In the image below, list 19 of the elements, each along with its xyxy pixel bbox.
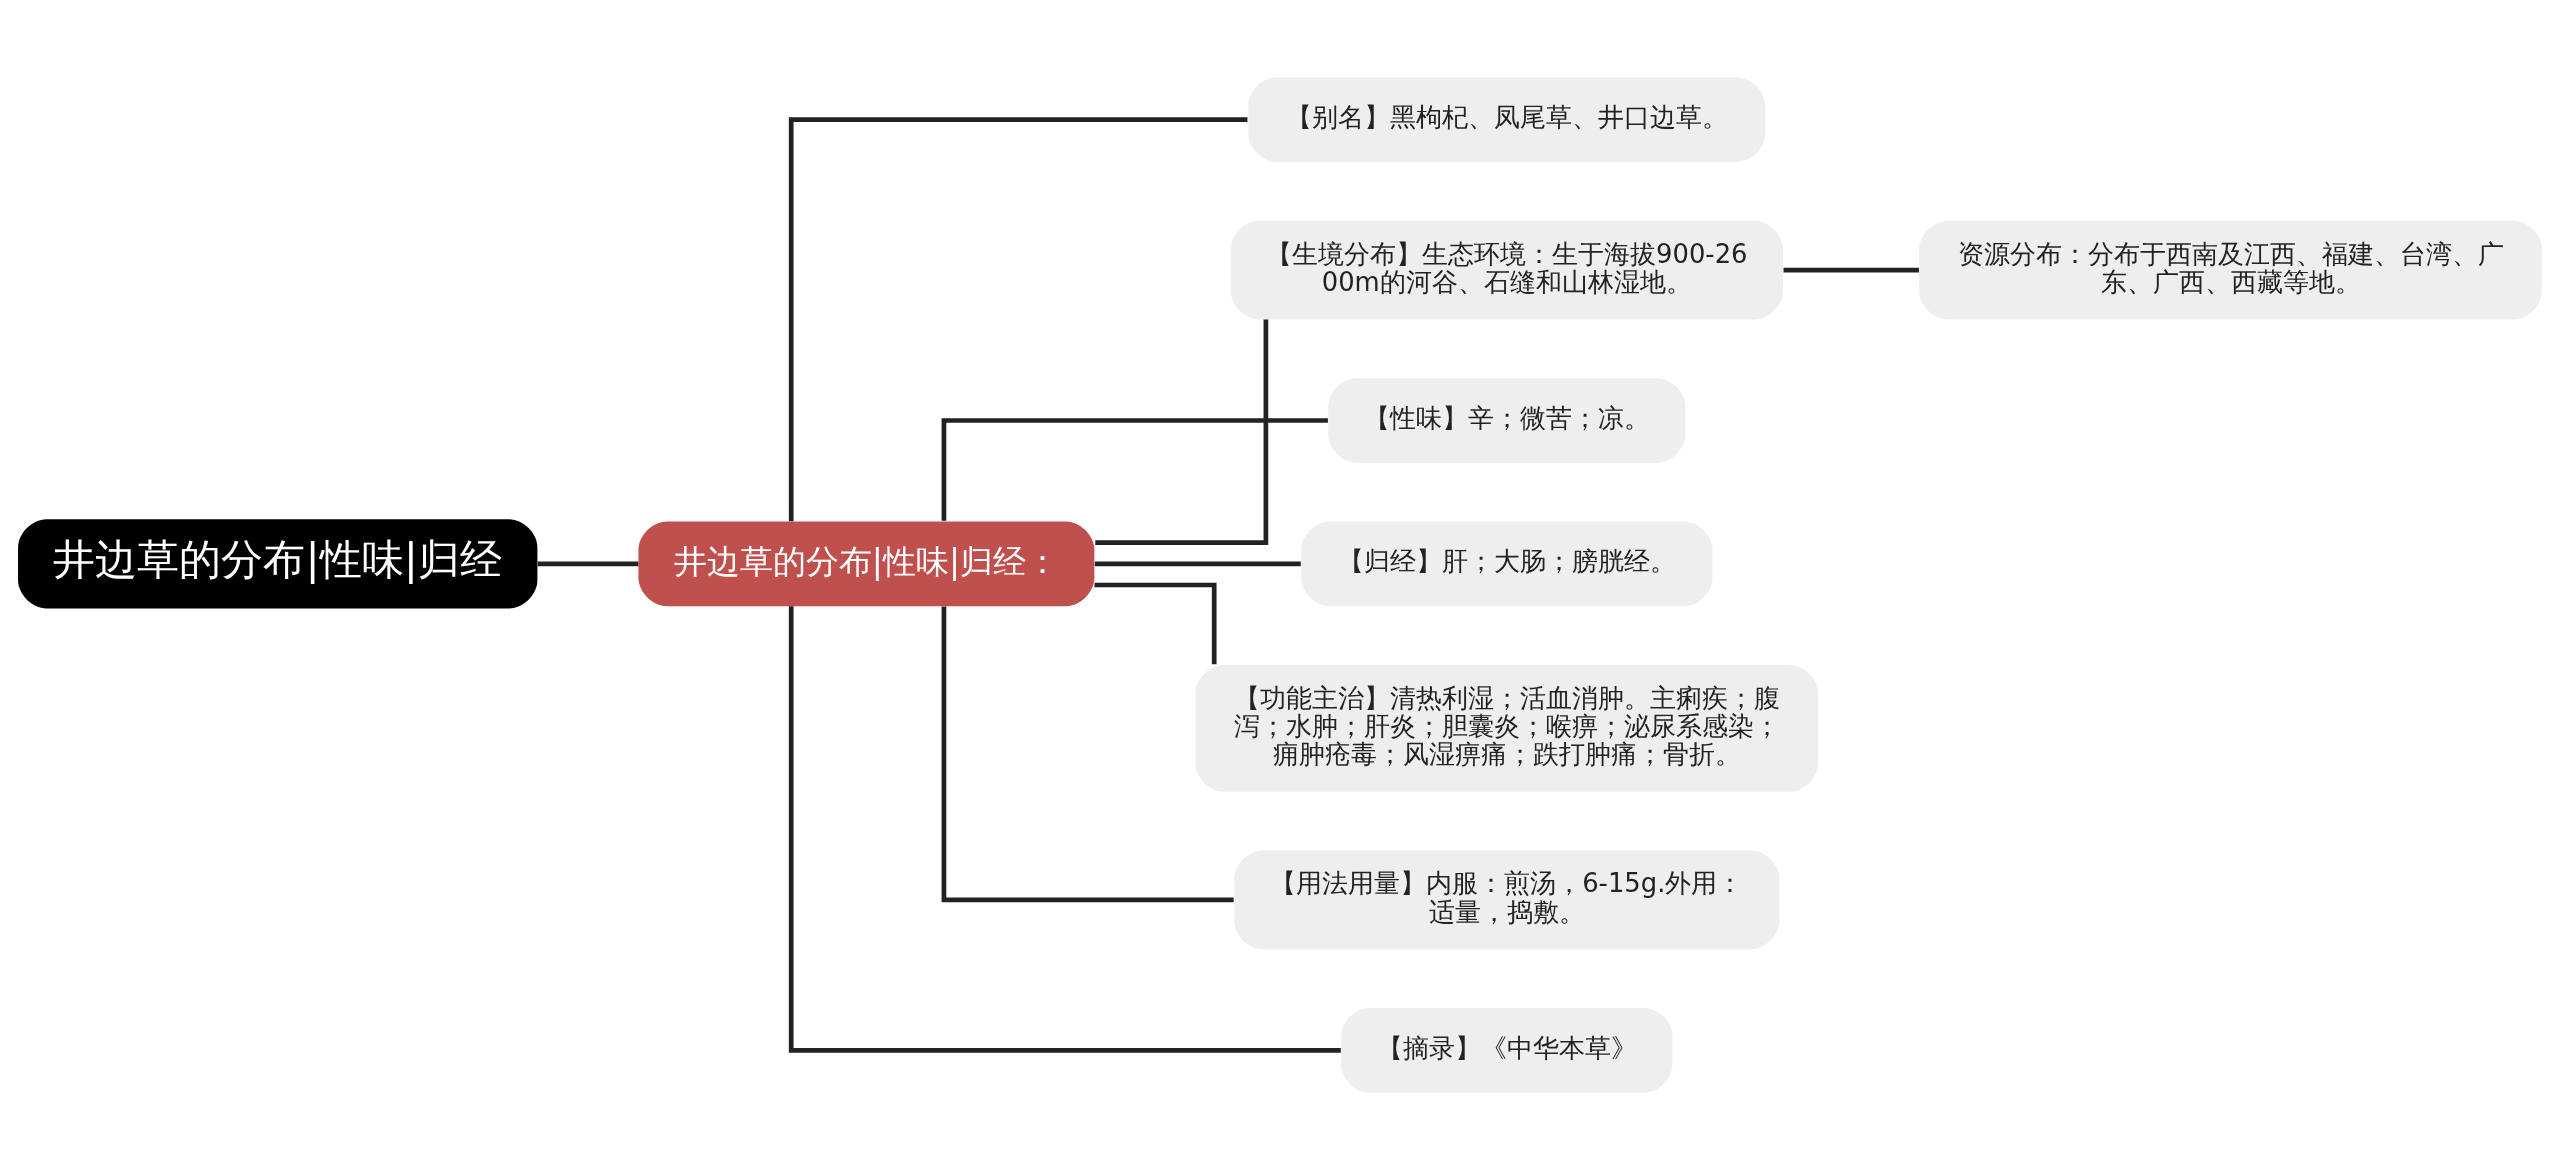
connector: [941, 417, 1328, 521]
node-box: 资源分布：分布于西南及江西、福建、台湾、广东、广西、西藏等地。: [1919, 220, 2542, 319]
node-box: 【功能主治】清热利湿；活血消肿。主痢疾；腹泻；水肿；肝炎；胆囊炎；喉痹；泌尿系感染；痈肿疮毒；风湿痹痛；跌打肿痛；骨折。: [1195, 664, 1819, 792]
node-box: 【性味】辛；微苦；凉。: [1328, 377, 1686, 463]
connector: [788, 605, 1341, 1053]
connector: [1094, 582, 1217, 664]
connector: [537, 561, 639, 566]
connector: [788, 116, 1248, 521]
connector: [1094, 561, 1301, 566]
node-box: 【用法用量】内服：煎汤，6-15g.外用：适量，捣敷。: [1234, 850, 1780, 949]
node-box: 井边草的分布|性味|归经：: [638, 521, 1095, 606]
node-box: 【生境分布】生态环境：生于海拔900-2600m的河谷、石缝和山林湿地。: [1230, 220, 1783, 319]
node-box: 井边草的分布|性味|归经: [18, 518, 538, 608]
connector: [1783, 267, 1919, 272]
node-box: 【摘录】《中华本草》: [1341, 1007, 1673, 1093]
connector: [1095, 318, 1269, 545]
node-box: 【归经】肝；大肠；膀胱经。: [1301, 521, 1713, 606]
node-box: 【别名】黑枸杞、凤尾草、井口边草。: [1248, 76, 1766, 162]
connector: [941, 605, 1234, 902]
